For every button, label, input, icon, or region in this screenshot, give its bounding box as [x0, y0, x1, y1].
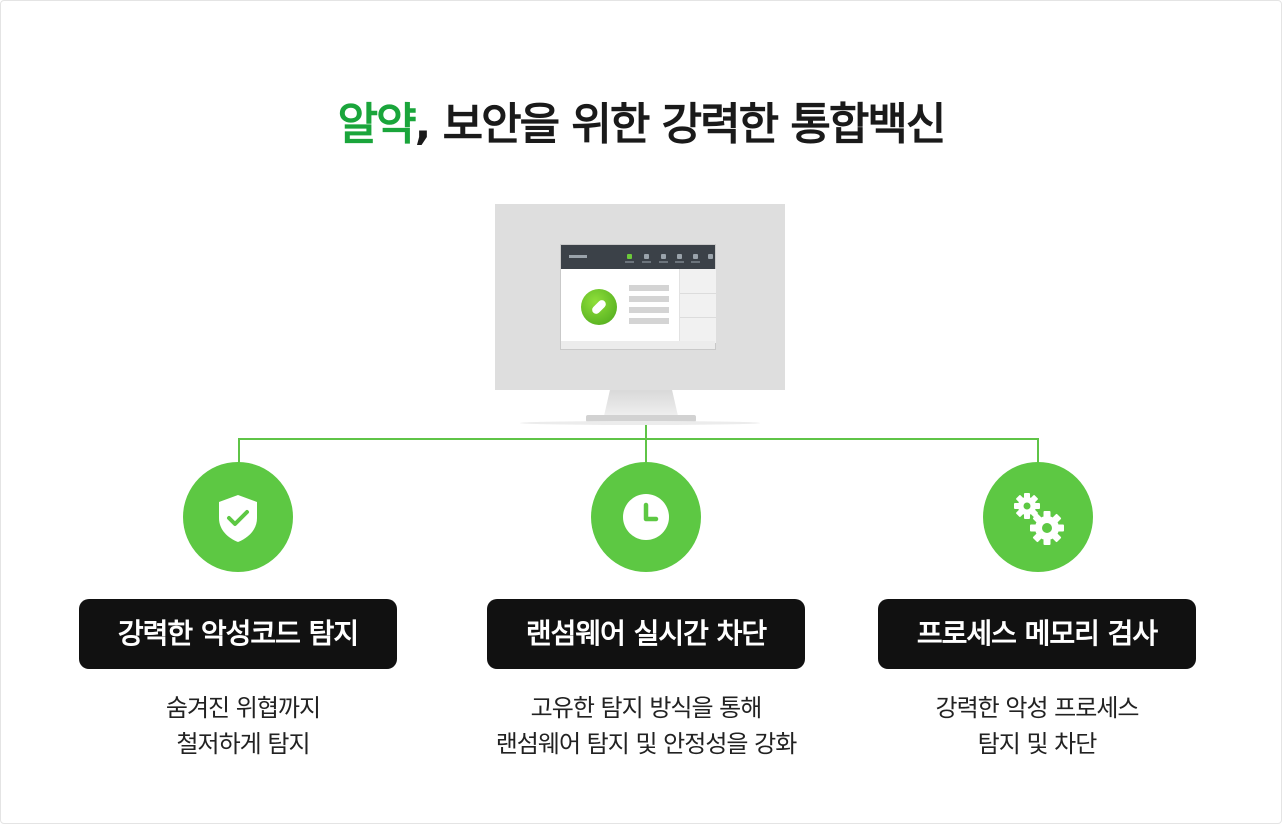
- nav-caption: [642, 261, 651, 263]
- feature-desc-line: 고유한 탐지 방식을 통해: [530, 694, 763, 722]
- placeholder-line: [629, 318, 669, 324]
- placeholder-line: [629, 285, 669, 291]
- nav-icon: [693, 254, 698, 259]
- feature-description: 고유한 탐지 방식을 통해 랜섬웨어 탐지 및 안정성을 강화: [441, 690, 851, 762]
- nav-caption: [691, 261, 700, 263]
- clock-icon: [591, 462, 701, 572]
- feature-title: 랜섬웨어 실시간 차단: [487, 599, 805, 669]
- placeholder-line: [629, 307, 669, 313]
- connector-right: [1037, 438, 1039, 464]
- monitor-base: [586, 415, 696, 422]
- monitor-stand: [604, 390, 678, 416]
- feature-desc-line: 철저하게 탐지: [176, 730, 310, 758]
- brand-name: 알약: [337, 99, 417, 150]
- nav-caption: [659, 261, 668, 263]
- connector-stem: [645, 425, 647, 440]
- connector-horizontal: [238, 438, 1039, 440]
- nav-icon: [627, 254, 632, 259]
- feature-description: 숨겨진 위협까지 철저하게 탐지: [43, 690, 443, 762]
- nav-icon: [708, 254, 713, 259]
- monitor-shadow: [520, 421, 760, 425]
- feature-title: 프로세스 메모리 검사: [878, 599, 1196, 669]
- shield-check-icon: [183, 462, 293, 572]
- feature-desc-line: 탐지 및 차단: [977, 730, 1098, 758]
- app-titlebar: [561, 245, 715, 269]
- connector-left: [238, 438, 240, 464]
- nav-icon: [677, 254, 682, 259]
- nav-caption: [625, 261, 634, 263]
- nav-icon: [644, 254, 649, 259]
- nav-icon: [661, 254, 666, 259]
- feature-description: 강력한 악성 프로세스 탐지 및 차단: [837, 690, 1237, 762]
- feature-desc-line: 랜섬웨어 탐지 및 안정성을 강화: [495, 730, 798, 758]
- gears-icon: [983, 462, 1093, 572]
- pill-icon: [581, 289, 617, 325]
- app-logo: [569, 255, 587, 258]
- app-footer: [561, 341, 715, 349]
- feature-title: 강력한 악성코드 탐지: [79, 599, 397, 669]
- placeholder-line: [629, 296, 669, 302]
- feature-desc-line: 강력한 악성 프로세스: [935, 694, 1140, 722]
- app-side-panel: [679, 269, 716, 343]
- page-title: 알약, 보안을 위한 강력한 통합백신: [0, 88, 1282, 152]
- connector-center: [645, 438, 647, 464]
- title-rest: , 보안을 위한 강력한 통합백신: [414, 99, 947, 150]
- nav-caption: [675, 261, 684, 263]
- app-window-illustration: [560, 244, 716, 350]
- feature-desc-line: 숨겨진 위협까지: [165, 694, 321, 722]
